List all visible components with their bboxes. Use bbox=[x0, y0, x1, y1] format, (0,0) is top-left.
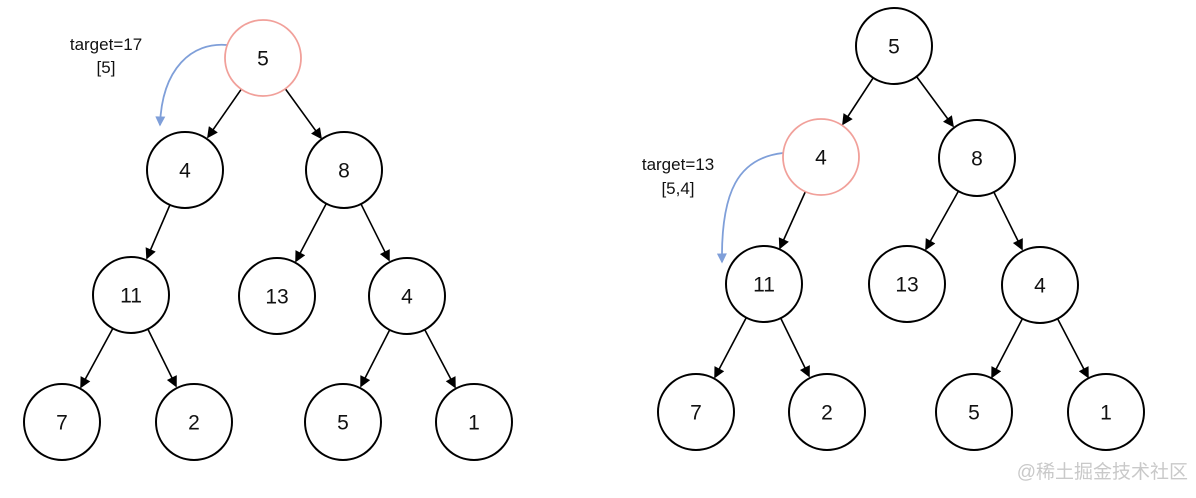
path-label: [5,4] bbox=[661, 179, 694, 198]
right-tree-edges bbox=[714, 45, 1089, 379]
node-circle bbox=[435, 383, 513, 461]
node-value: 7 bbox=[690, 402, 702, 425]
node-circle bbox=[23, 383, 101, 461]
tree-node: 4 bbox=[782, 118, 860, 196]
node-value: 5 bbox=[257, 48, 269, 71]
node-value: 4 bbox=[179, 160, 191, 183]
node-value: 5 bbox=[888, 36, 900, 59]
tree-node: 7 bbox=[657, 373, 735, 451]
node-circle bbox=[92, 256, 170, 334]
watermark: @稀土掘金技术社区 bbox=[1017, 461, 1188, 483]
pointer-arrow-icon bbox=[155, 43, 228, 127]
tree-node: 5 bbox=[935, 373, 1013, 451]
tree-node: 2 bbox=[788, 373, 866, 451]
tree-node: 1 bbox=[1067, 373, 1145, 451]
tree-node: 5 bbox=[224, 19, 302, 97]
tree-node: 7 bbox=[23, 383, 101, 461]
node-circle bbox=[938, 119, 1016, 197]
node-circle bbox=[305, 131, 383, 209]
node-circle bbox=[657, 373, 735, 451]
tree-node: 5 bbox=[855, 7, 933, 85]
node-circle bbox=[368, 257, 446, 335]
tree-node: 5 bbox=[304, 383, 382, 461]
node-value: 8 bbox=[971, 148, 983, 171]
node-value: 1 bbox=[1100, 402, 1112, 425]
node-value: 11 bbox=[753, 274, 775, 297]
node-value: 13 bbox=[895, 274, 918, 297]
target-label: target=13 bbox=[642, 155, 714, 174]
tree-node: 4 bbox=[368, 257, 446, 335]
node-value: 5 bbox=[968, 402, 980, 425]
tree-node: 2 bbox=[155, 383, 233, 461]
tree-node: 8 bbox=[305, 131, 383, 209]
node-value: 1 bbox=[468, 412, 480, 435]
tree-node: 11 bbox=[725, 245, 803, 323]
node-value: 2 bbox=[821, 402, 833, 425]
left-tree: target=17 [5] 5 4 8 11 13 4 7 bbox=[23, 19, 513, 461]
node-circle bbox=[304, 383, 382, 461]
node-circle bbox=[855, 7, 933, 85]
target-label: target=17 bbox=[70, 35, 142, 54]
node-circle-highlighted bbox=[782, 118, 860, 196]
left-tree-edges bbox=[80, 57, 456, 389]
node-circle bbox=[146, 131, 224, 209]
node-value: 4 bbox=[815, 147, 827, 170]
node-circle bbox=[238, 257, 316, 335]
node-value: 8 bbox=[338, 160, 350, 183]
node-circle bbox=[1001, 246, 1079, 324]
node-value: 4 bbox=[401, 286, 413, 309]
node-circle bbox=[1067, 373, 1145, 451]
pointer-arrow-icon bbox=[716, 152, 784, 264]
node-circle bbox=[788, 373, 866, 451]
right-tree: target=13 [5,4] 5 4 8 11 13 4 7 bbox=[642, 7, 1145, 451]
tree-node: 4 bbox=[146, 131, 224, 209]
node-value: 2 bbox=[188, 412, 200, 435]
node-value: 7 bbox=[56, 412, 68, 435]
tree-node: 11 bbox=[92, 256, 170, 334]
node-circle bbox=[155, 383, 233, 461]
node-circle bbox=[868, 245, 946, 323]
tree-node: 13 bbox=[238, 257, 316, 335]
node-value: 13 bbox=[265, 286, 288, 309]
node-value: 11 bbox=[120, 285, 142, 308]
node-circle-highlighted bbox=[224, 19, 302, 97]
path-label: [5] bbox=[97, 58, 116, 77]
node-circle bbox=[725, 245, 803, 323]
tree-node: 4 bbox=[1001, 246, 1079, 324]
node-circle bbox=[935, 373, 1013, 451]
node-value: 4 bbox=[1034, 275, 1046, 298]
node-value: 5 bbox=[337, 412, 349, 435]
tree-node: 1 bbox=[435, 383, 513, 461]
left-annotation: target=17 [5] bbox=[70, 35, 142, 77]
tree-node: 13 bbox=[868, 245, 946, 323]
tree-node: 8 bbox=[938, 119, 1016, 197]
right-annotation: target=13 [5,4] bbox=[642, 155, 714, 198]
